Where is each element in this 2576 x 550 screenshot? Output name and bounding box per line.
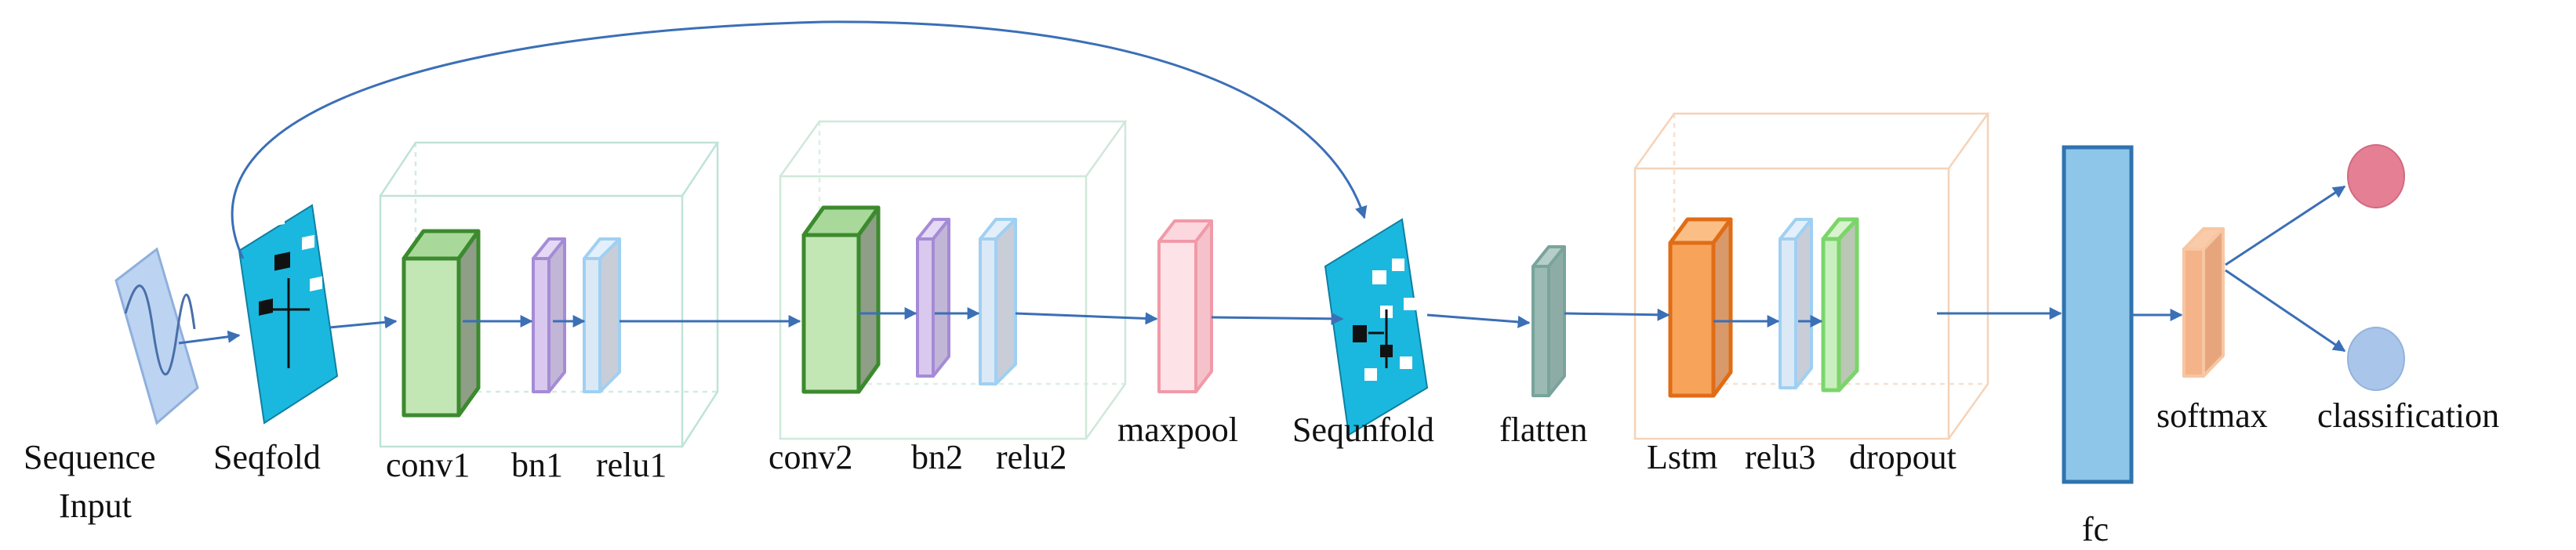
arrow-sequnfold-to-flatten — [1426, 313, 1531, 328]
flow-arrows — [178, 20, 2346, 353]
fc-layer — [2062, 145, 2134, 484]
label-bn2: bn2 — [911, 438, 963, 476]
lstm-layer — [1668, 217, 1733, 398]
label-lstm: Lstm — [1647, 438, 1717, 476]
label-relu2: relu2 — [996, 438, 1066, 476]
softmax-layer — [2182, 227, 2225, 378]
class-output-red-circle — [2347, 144, 2405, 208]
label-conv2: conv2 — [768, 438, 853, 476]
maxpool-layer — [1157, 219, 1213, 393]
sequence-input-icon — [114, 247, 199, 425]
label-sequence-input-line2: Input — [59, 487, 132, 525]
conv2-layer — [801, 205, 881, 394]
lstm-block-cube — [1633, 112, 1990, 440]
label-relu3: relu3 — [1745, 438, 1815, 476]
conv-block-2-cube — [779, 120, 1128, 440]
label-sequnfold: Sequnfold — [1292, 411, 1434, 449]
label-bn1: bn1 — [511, 446, 563, 484]
arrow-softmax-to-red — [2225, 185, 2346, 266]
sequnfold-icon — [1324, 218, 1429, 436]
label-fc: fc — [2082, 510, 2109, 548]
relu3-layer — [1778, 218, 1813, 389]
arrow-input-to-seqfold — [178, 330, 241, 345]
dropout-layer — [1821, 217, 1859, 393]
seqfold-icon — [238, 185, 339, 425]
bn1-layer — [532, 237, 566, 393]
label-classification: classification — [2317, 396, 2499, 435]
label-conv1: conv1 — [386, 446, 471, 484]
label-maxpool: maxpool — [1117, 411, 1238, 449]
label-dropout: dropout — [1849, 438, 1957, 476]
relu1-layer — [583, 237, 621, 393]
arrow-seqfold-to-conv1 — [329, 316, 398, 329]
bn2-layer — [916, 218, 950, 378]
arrow-maxpool-to-sequnfold — [1211, 312, 1344, 325]
label-seqfold: Seqfold — [213, 438, 321, 476]
label-sequence-input-line1: Sequence — [24, 438, 156, 476]
arrow-seqfold-skip-to-sequnfold — [231, 20, 1368, 259]
relu2-layer — [979, 218, 1017, 385]
flatten-layer — [1531, 245, 1566, 397]
class-output-blue-circle — [2347, 327, 2405, 391]
arrow-softmax-to-blue — [2225, 269, 2346, 353]
label-flatten: flatten — [1499, 411, 1587, 449]
arrow-relu2-to-maxpool — [1015, 312, 1158, 325]
label-softmax: softmax — [2156, 396, 2268, 435]
conv1-layer — [401, 229, 481, 418]
arrow-flatten-to-lstm — [1564, 308, 1670, 321]
label-relu1: relu1 — [596, 446, 667, 484]
